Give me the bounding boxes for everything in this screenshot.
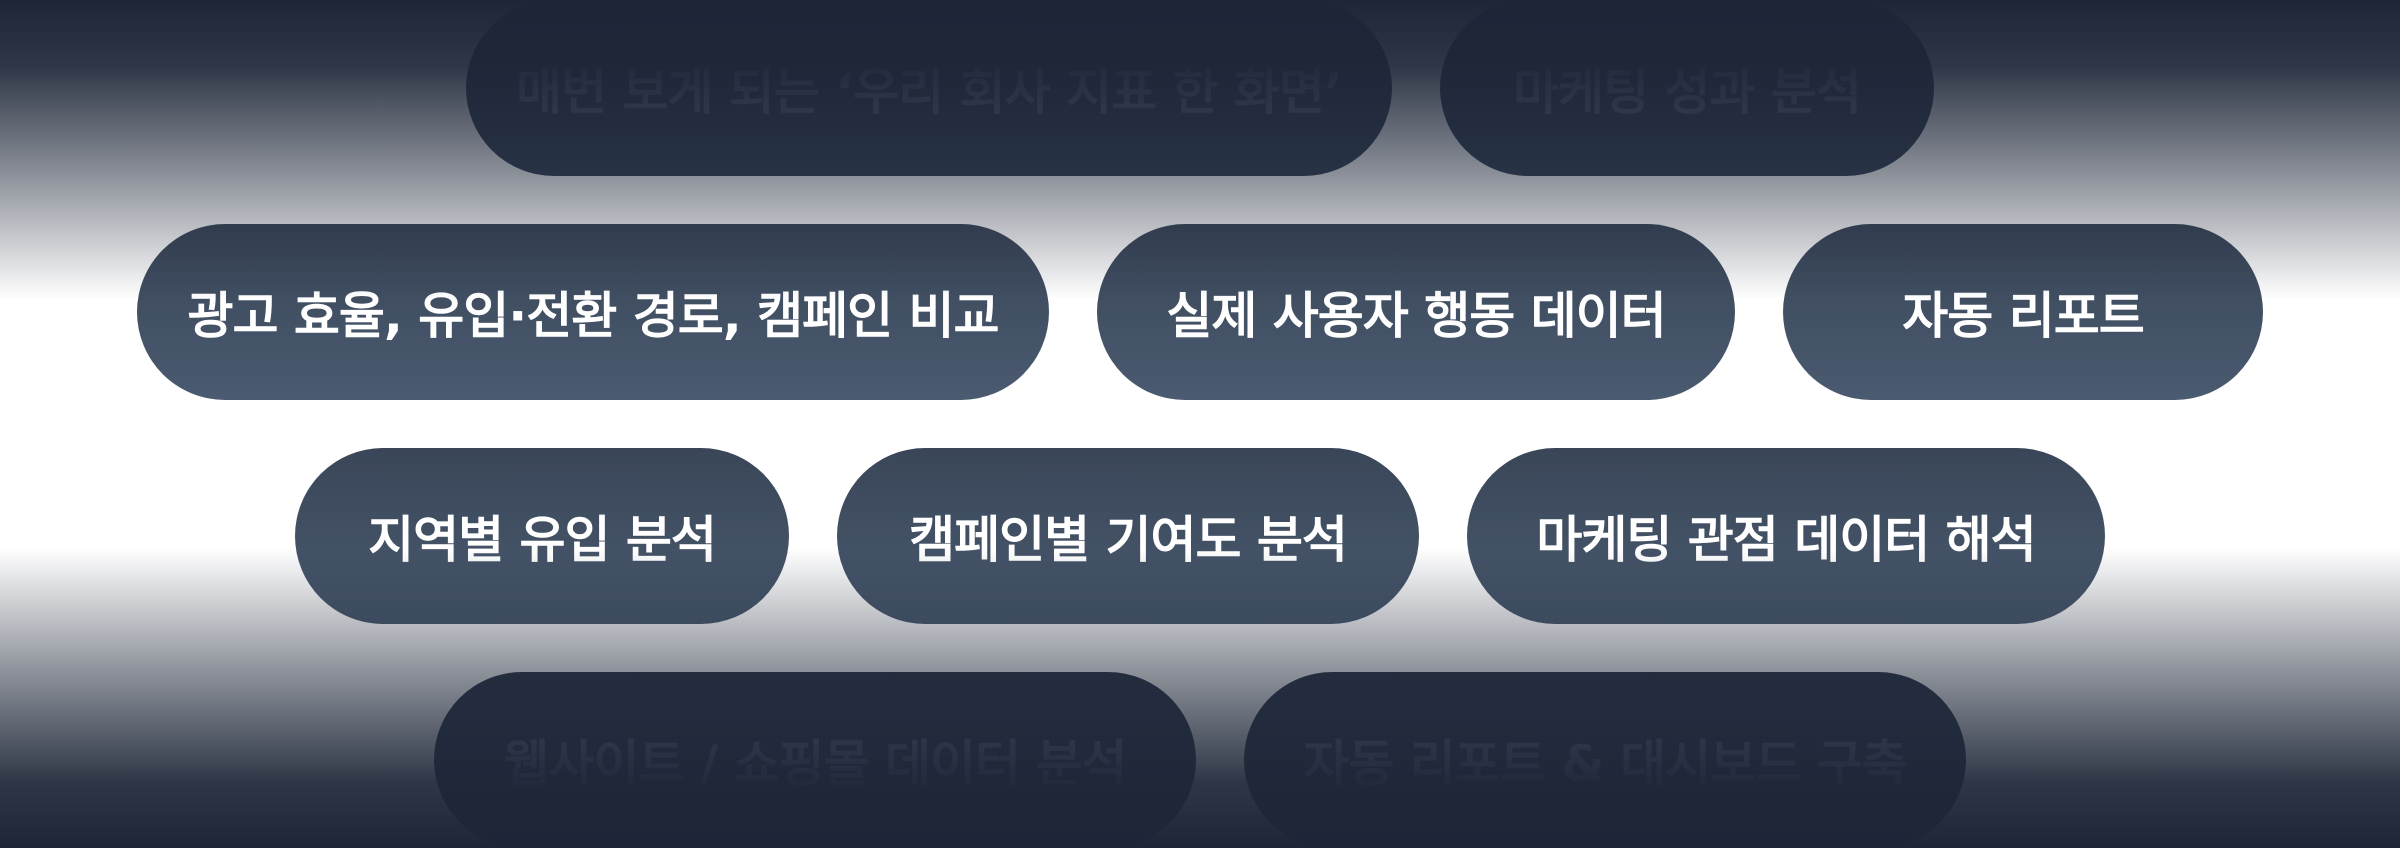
tag-pill: 실제 사용자 행동 데이터 [1097,224,1735,400]
tag-pill: 마케팅 성과 분석 [1440,0,1934,176]
tag-label: 마케팅 성과 분석 [1513,63,1862,121]
tag-label: 지역별 유입 분석 [368,511,717,569]
tag-pill: 지역별 유입 분석 [295,448,789,624]
tag-pill: 캠페인별 기여도 분석 [837,448,1419,624]
tag-label: 광고 효율, 유입·전환 경로, 캠페인 비교 [187,287,999,345]
tag-row-2: 광고 효율, 유입·전환 경로, 캠페인 비교 실제 사용자 행동 데이터 자동… [0,224,2400,400]
tag-pill: 자동 리포트 & 대시보드 구축 [1244,672,1966,848]
tag-label: 실제 사용자 행동 데이터 [1166,287,1666,345]
tag-pill: 웹사이트 / 쇼핑몰 데이터 분석 [434,672,1196,848]
tag-label: 웹사이트 / 쇼핑몰 데이터 분석 [503,735,1128,793]
tag-label: 캠페인별 기여도 분석 [909,511,1348,569]
tag-pill: 광고 효율, 유입·전환 경로, 캠페인 비교 [137,224,1049,400]
tag-pill: 자동 리포트 [1783,224,2263,400]
tag-label: 마케팅 관점 데이터 해석 [1536,511,2036,569]
tag-pill: 매번 보게 되는 ‘우리 회사 지표 한 화면’ [466,0,1392,176]
tag-row-4: 웹사이트 / 쇼핑몰 데이터 분석 자동 리포트 & 대시보드 구축 [0,672,2400,848]
tag-row-1: 매번 보게 되는 ‘우리 회사 지표 한 화면’ 마케팅 성과 분석 [0,0,2400,176]
tag-label: 매번 보게 되는 ‘우리 회사 지표 한 화면’ [516,63,1343,121]
tag-pill: 마케팅 관점 데이터 해석 [1467,448,2105,624]
tag-label: 자동 리포트 & 대시보드 구축 [1303,735,1907,793]
tag-row-3: 지역별 유입 분석 캠페인별 기여도 분석 마케팅 관점 데이터 해석 [0,448,2400,624]
tag-label: 자동 리포트 [1902,287,2144,345]
